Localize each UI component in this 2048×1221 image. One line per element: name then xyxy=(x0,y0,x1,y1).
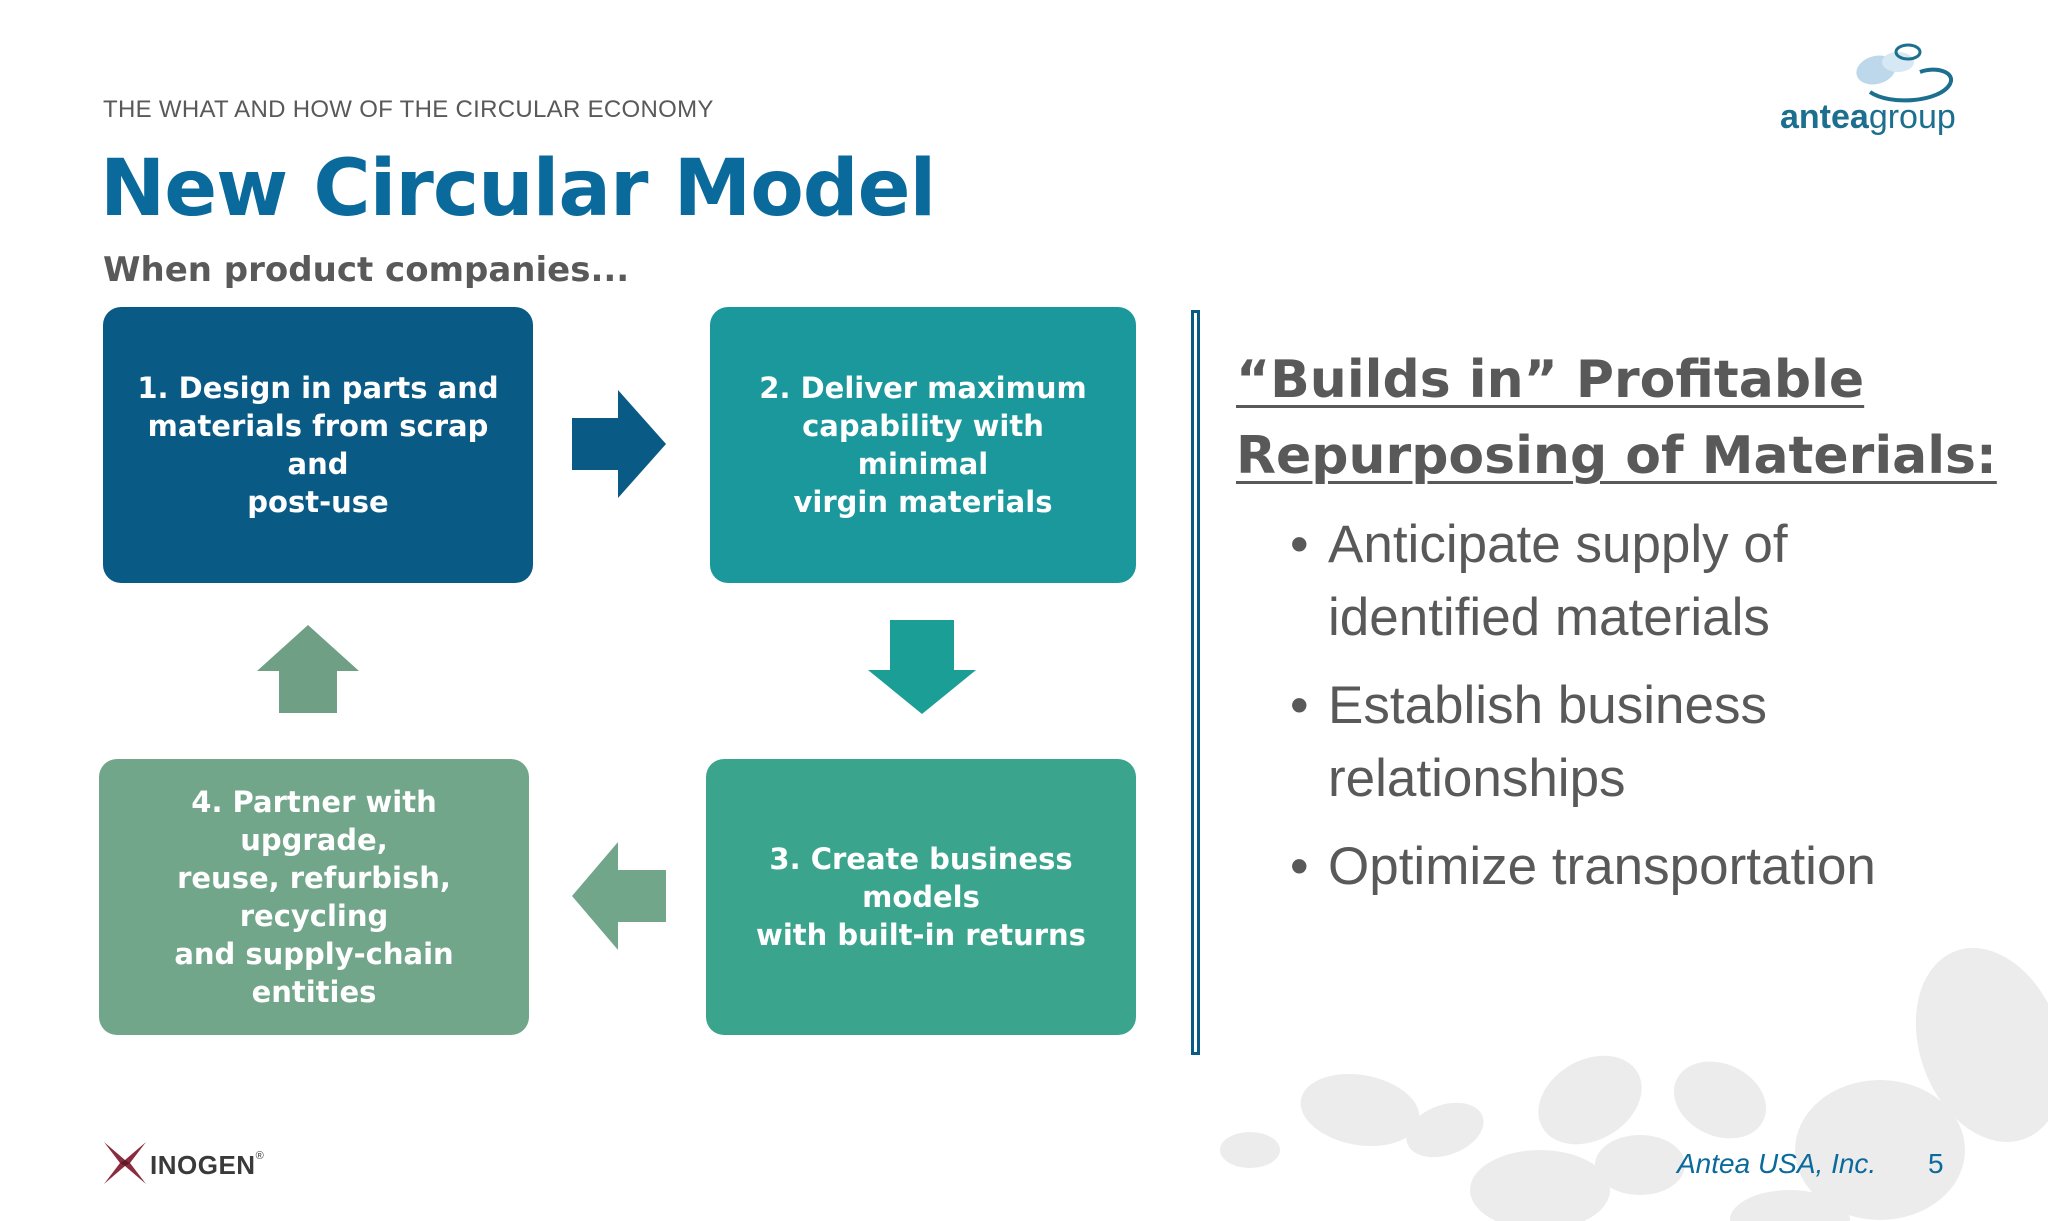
cycle-step-1-line: post-use xyxy=(247,485,389,519)
cycle-step-4-line: and supply-chain entities xyxy=(174,937,454,1009)
bullet-line: Anticipate supply of xyxy=(1328,515,1788,574)
panel-heading: “Builds in” Profitable Repurposing of Ma… xyxy=(1236,342,1997,494)
cycle-step-4: 4. Partner with upgrade, reuse, refurbis… xyxy=(99,759,529,1035)
arrow-left-icon xyxy=(572,842,666,950)
slide-subtitle: When product companies... xyxy=(103,250,630,290)
bullet-item: Anticipate supply of identified material… xyxy=(1290,508,1876,654)
bullet-item: Establish business relationships xyxy=(1290,669,1876,815)
bullet-line: Establish business xyxy=(1328,676,1767,735)
panel-heading-line: “Builds in” Profitable xyxy=(1236,350,1865,410)
antea-swirl-icon xyxy=(1856,43,1954,103)
arrow-down-icon xyxy=(868,620,976,714)
cycle-step-1-line: materials from scrap and xyxy=(147,409,489,481)
cycle-step-3-line: 3. Create business models xyxy=(769,842,1073,914)
bullet-line: identified materials xyxy=(1328,588,1770,647)
cycle-step-2-line: virgin materials xyxy=(793,485,1053,519)
antea-logo-regular: group xyxy=(1868,98,1956,136)
arrow-right-icon xyxy=(572,390,666,498)
arrow-up-icon xyxy=(257,625,359,713)
cycle-step-4-line: 4. Partner with upgrade, xyxy=(191,785,437,857)
footer-company: Antea USA, Inc. xyxy=(1677,1148,1877,1179)
inogen-logo: INOGEN® xyxy=(100,1138,270,1190)
registered-mark: ® xyxy=(255,1150,265,1162)
cycle-step-2-line: 2. Deliver maximum xyxy=(759,371,1087,405)
cycle-step-1-line: 1. Design in parts and xyxy=(137,371,499,405)
panel-heading-line: Repurposing of Materials: xyxy=(1236,426,1997,486)
bullet-list: Anticipate supply of identified material… xyxy=(1290,508,1876,918)
cycle-step-2: 2. Deliver maximum capability with minim… xyxy=(710,307,1136,583)
cycle-step-3: 3. Create business models with built-in … xyxy=(706,759,1136,1035)
antea-group-logo: anteagroup xyxy=(1770,40,2010,150)
antea-logo-text: anteagroup xyxy=(1780,98,1956,137)
inogen-logo-word: INOGEN xyxy=(150,1150,256,1180)
antea-logo-bold: antea xyxy=(1780,98,1869,136)
inogen-logo-text: INOGEN® xyxy=(150,1150,264,1181)
bullet-line: Optimize transportation xyxy=(1328,837,1876,896)
inogen-x-icon xyxy=(104,1142,146,1184)
bullet-item: Optimize transportation xyxy=(1290,830,1876,903)
bullet-line: relationships xyxy=(1328,749,1626,808)
page-number: 5 xyxy=(1928,1148,1944,1179)
cycle-step-2-line: capability with minimal xyxy=(802,409,1044,481)
slide-title: New Circular Model xyxy=(100,144,936,234)
cycle-step-1: 1. Design in parts and materials from sc… xyxy=(103,307,533,583)
slide-supertitle: THE WHAT AND HOW OF THE CIRCULAR ECONOMY xyxy=(103,96,714,123)
vertical-divider xyxy=(1191,310,1200,1055)
cycle-step-4-line: reuse, refurbish, recycling xyxy=(177,861,451,933)
cycle-step-3-line: with built-in returns xyxy=(756,918,1086,952)
